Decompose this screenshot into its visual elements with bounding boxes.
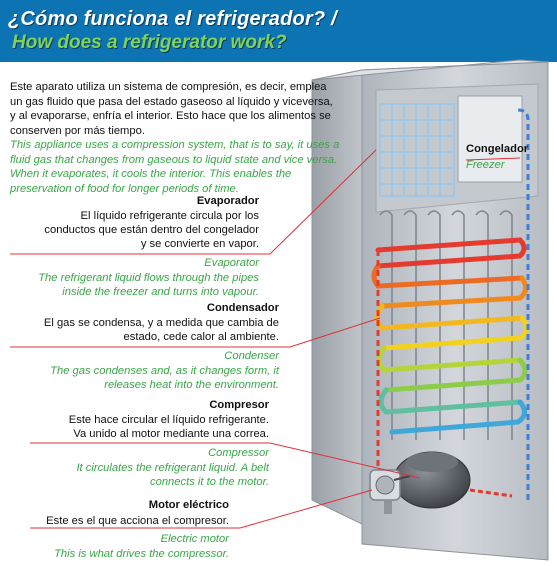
intro-english: This appliance uses a compression system… bbox=[10, 139, 340, 195]
evaporator-en-line-1: The refrigerant liquid flows through the… bbox=[38, 272, 259, 284]
condenser-title: Condensador bbox=[206, 302, 279, 314]
condenser-en-title: Condenser bbox=[224, 350, 279, 362]
title-spanish: ¿Cómo funciona el refrigerador? / bbox=[8, 8, 337, 30]
title-english: How does a refrigerator work? bbox=[12, 32, 287, 53]
header-banner: ¿Cómo funciona el refrigerador? / How do… bbox=[0, 0, 557, 62]
compressor-en-line-1: It circulates the refrigerant liquid. A … bbox=[76, 462, 269, 474]
motor-en-line-1: This is what drives the compressor. bbox=[54, 548, 229, 560]
evaporator-es-line-2: conductos que están dentro del congelado… bbox=[44, 224, 259, 236]
compressor-unit bbox=[393, 451, 513, 509]
motor-en-title: Electric motor bbox=[160, 533, 229, 545]
motor-es-line-1: Este es el que acciona el compresor. bbox=[46, 515, 229, 527]
motor-title: Motor eléctrico bbox=[148, 499, 229, 511]
freezer-compartment bbox=[379, 95, 523, 197]
electric-motor bbox=[369, 469, 411, 514]
leader-lines bbox=[10, 149, 521, 529]
condenser-en-line-2: releases heat into the environment. bbox=[104, 379, 279, 391]
compressor-es-line-2: Va unido al motor mediante una correa. bbox=[73, 428, 269, 440]
compressor-en-title: Compressor bbox=[208, 447, 269, 459]
compressor-es-line-1: Este hace circular el líquido refrigeran… bbox=[68, 414, 269, 426]
condenser-grid bbox=[379, 210, 513, 440]
evaporator-title: Evaporador bbox=[196, 195, 259, 207]
freezer-english: Freezer bbox=[466, 159, 505, 171]
freezer-title: Congelador bbox=[466, 143, 529, 155]
compressor-title: Compresor bbox=[209, 399, 269, 411]
condenser-es-line-1: El gas se condensa, y a medida que cambi… bbox=[43, 317, 279, 329]
evaporator-es-line-3: y se convierte en vapor. bbox=[140, 238, 259, 250]
evaporator-en-line-2: inside the freezer and turns into vapour… bbox=[62, 286, 259, 298]
evaporator-en-title: Evaporator bbox=[204, 257, 259, 269]
condenser-en-line-1: The gas condenses and, as it changes for… bbox=[50, 365, 279, 377]
compressor-en-line-2: connects it to the motor. bbox=[150, 476, 269, 488]
condenser-es-line-2: estado, cede calor al ambiente. bbox=[123, 331, 279, 343]
evaporator-es-line-1: El líquido refrigerante circula por los bbox=[80, 210, 259, 222]
intro-spanish: Este aparato utiliza un sistema de compr… bbox=[10, 81, 333, 137]
